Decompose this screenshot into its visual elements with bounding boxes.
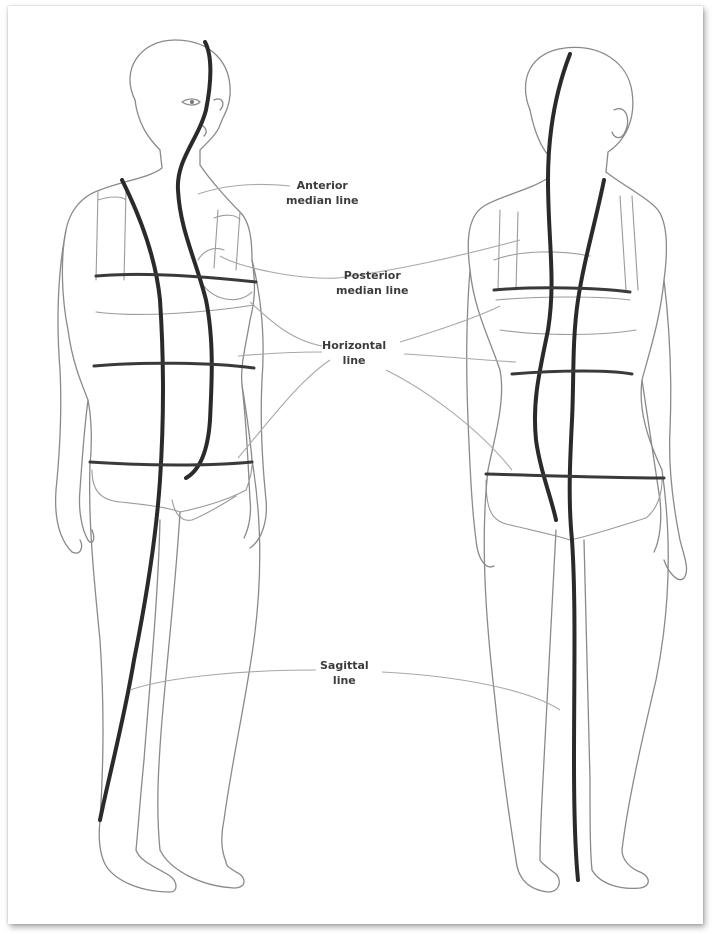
anterior-median-line-label: Anterior median line [286,178,358,208]
leader-anterior [198,184,290,194]
back-horizontal-bust [494,288,630,292]
leader-horizontal-4 [400,306,500,342]
front-horizontal-waist [94,363,254,368]
leader-sagittal-right [382,672,560,710]
back-sagittal-line [570,180,604,880]
leader-sagittal-left [130,670,316,690]
front-panties [92,465,252,512]
back-bra [498,196,638,290]
front-figure [56,40,267,892]
horizontal-label-line2: line [322,353,386,368]
front-horizontal-bust [96,274,256,282]
front-head-outline [130,40,230,165]
sagittal-label-line2: line [320,673,369,688]
posterior-median-line-label: Posterior median line [336,268,408,298]
posterior-label-line1: Posterior [336,268,408,283]
leader-horizontal-6 [386,370,512,470]
anterior-label-line1: Anterior [286,178,358,193]
back-panties [486,480,662,540]
leader-horizontal-2 [238,352,322,356]
leader-horizontal-5 [404,354,516,362]
back-figure [467,47,687,892]
front-horizontal-hip [90,462,252,465]
back-head-outline [525,47,632,172]
sagittal-line-label: Sagittal line [320,658,369,688]
horizontal-line-label: Horizontal line [322,338,386,368]
leader-posterior [220,256,338,278]
sagittal-label-line1: Sagittal [320,658,369,673]
anterior-label-line2: median line [286,193,358,208]
front-ear [214,99,223,110]
leader-horizontal-3 [238,360,330,458]
posterior-label-line2: median line [336,283,408,298]
front-anterior-median-line [178,42,212,478]
horizontal-label-line1: Horizontal [322,338,386,353]
front-bra [96,190,240,280]
back-horizontal-hip [486,474,664,478]
